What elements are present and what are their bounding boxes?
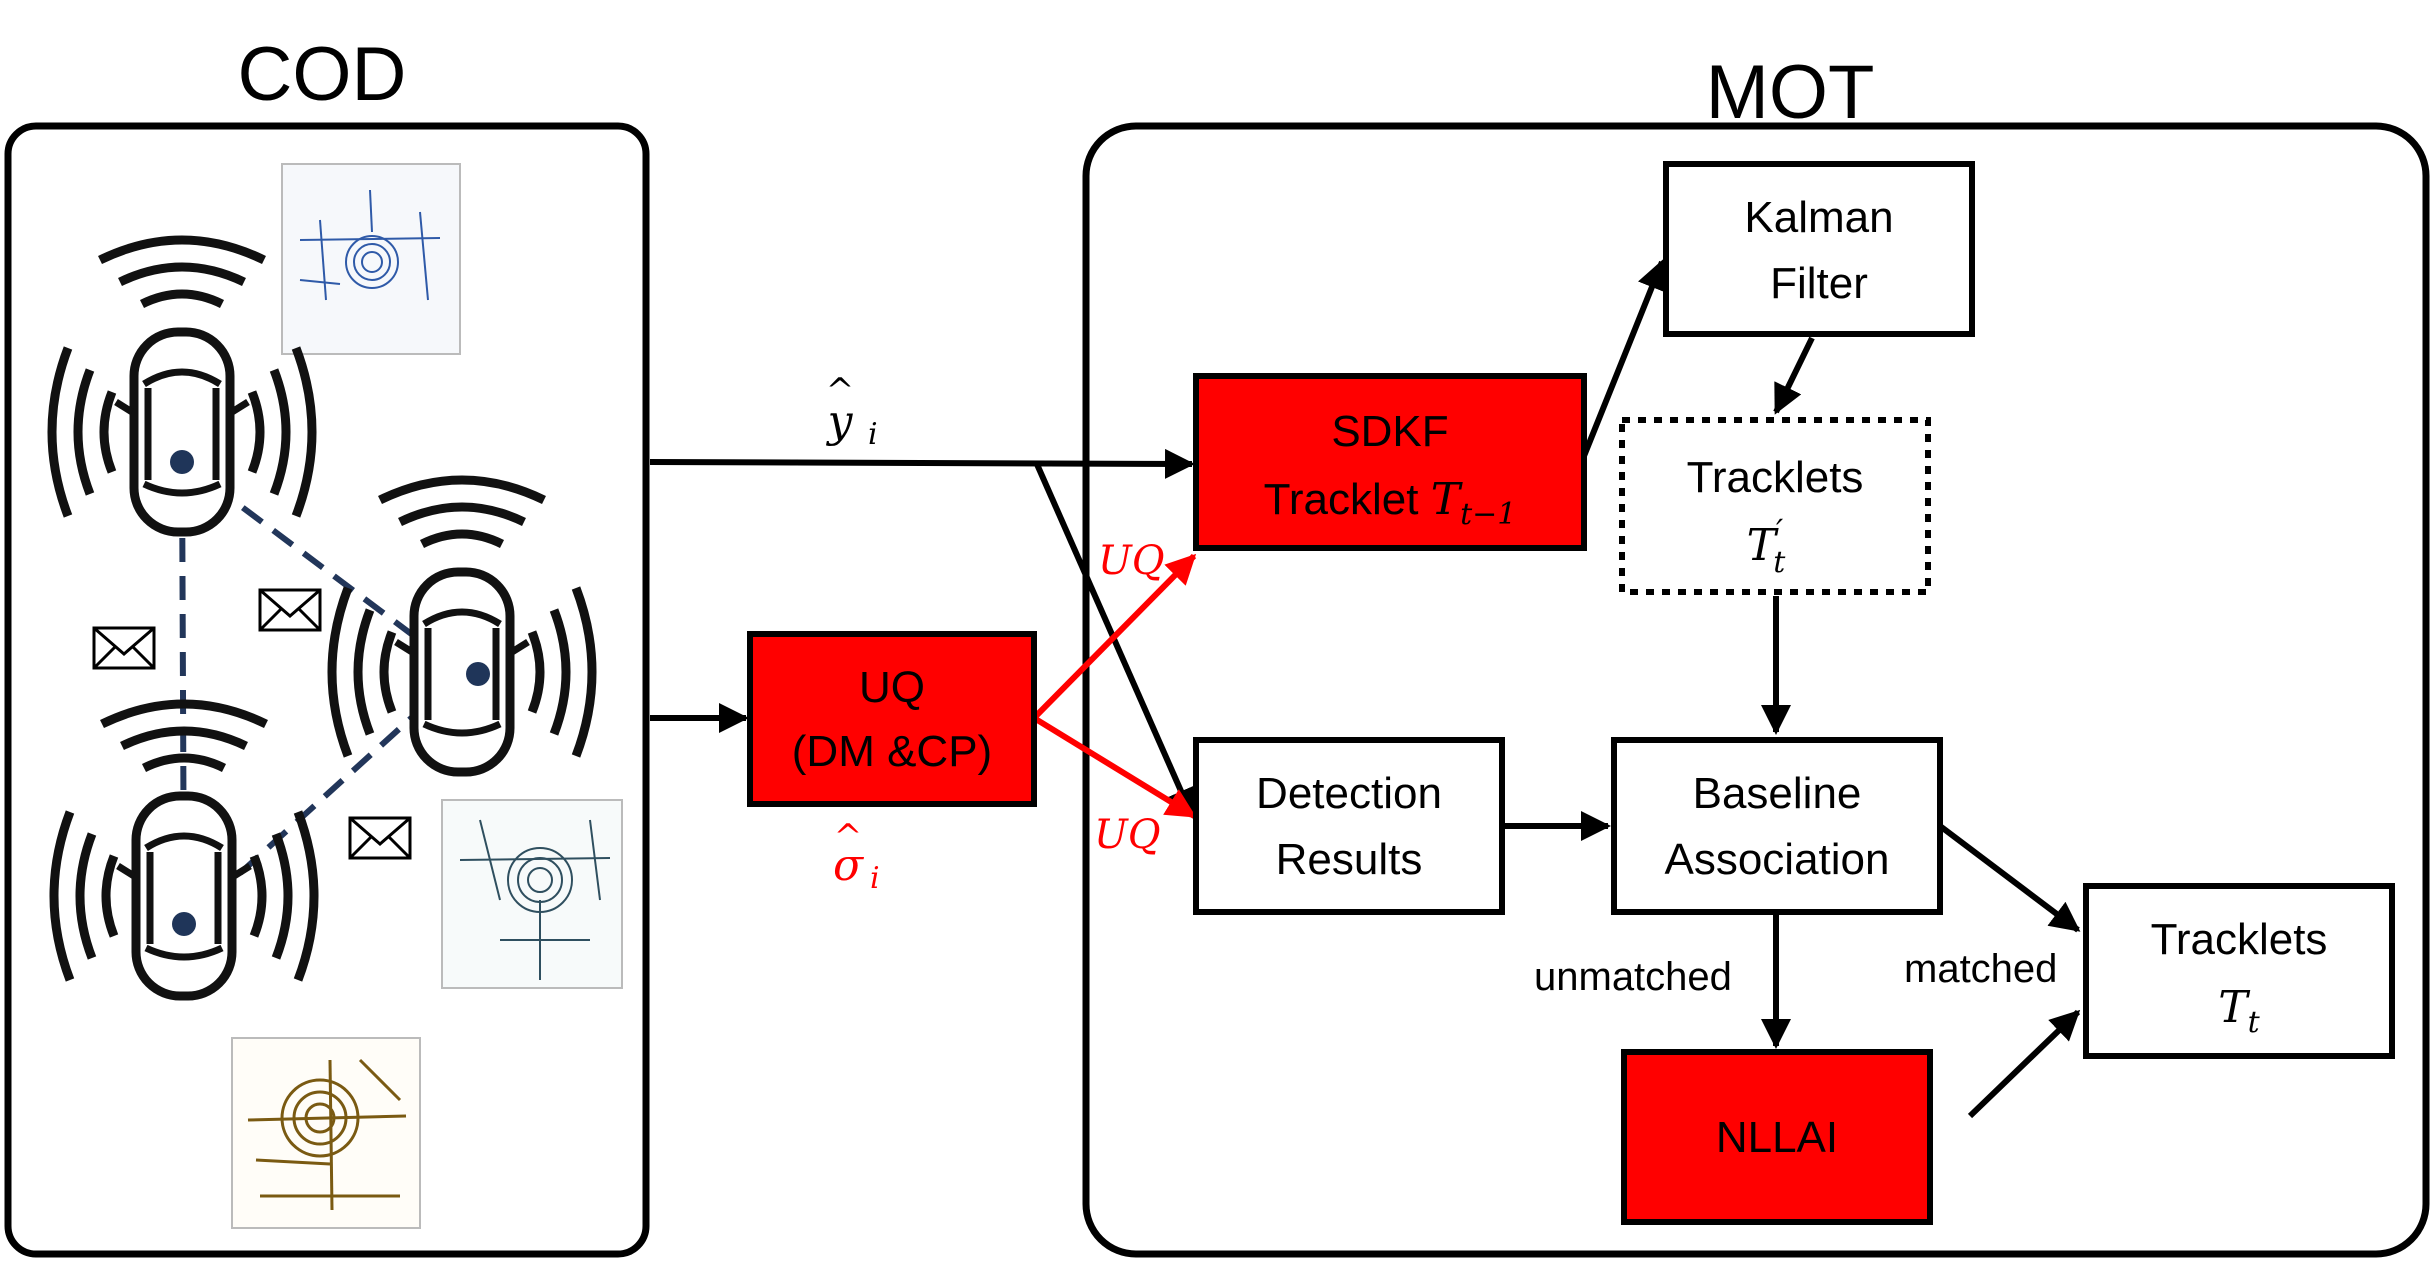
- svg-text:i: i: [870, 861, 880, 896]
- svg-text:i: i: [868, 417, 878, 452]
- cod-title: COD: [238, 32, 407, 117]
- sdkf-tracklet-box: [1193, 373, 1587, 551]
- tracklets-predicted-label: Tracklets: [1687, 453, 1864, 502]
- arrow-uq-to-detection: [1032, 715, 1197, 819]
- matched-label: matched: [1904, 947, 2057, 991]
- arrow-baseline-to-output: [1938, 823, 2081, 933]
- baseline-association-box: [1611, 737, 1943, 915]
- baseline-association-label-2: Association: [1664, 835, 1889, 884]
- svg-text:^: ^: [826, 371, 855, 411]
- y-hat-label: y ^ i: [826, 371, 878, 452]
- nllai-label: NLLAI: [1716, 1113, 1838, 1162]
- arrow-nllai-to-output: [1967, 1009, 2081, 1119]
- svg-text:y: y: [826, 396, 854, 447]
- svg-text:^: ^: [834, 817, 863, 857]
- tracklets-output-math: Tt: [2218, 982, 2260, 1040]
- svg-text:σ: σ: [833, 840, 865, 891]
- baseline-association-label-1: Baseline: [1693, 769, 1862, 818]
- arrow-kalman-to-tracklets: [1773, 336, 1815, 415]
- arrow-sdkf-to-kalman: [1581, 259, 1666, 458]
- uq-box: [747, 631, 1037, 807]
- detection-results-box: [1193, 737, 1505, 915]
- kalman-filter-label-1: Kalman: [1744, 193, 1893, 242]
- uq-upper-label: UQ: [1098, 538, 1165, 584]
- kalman-filter-label-2: Filter: [1770, 259, 1868, 308]
- arrow-uq-to-sdkf: [1031, 553, 1197, 721]
- uq-box-label-2: (DM &CP): [792, 727, 992, 776]
- envelope-icon: [258, 588, 322, 632]
- unmatched-label: unmatched: [1534, 955, 1732, 999]
- tracklets-output-box: [2083, 883, 2395, 1059]
- node-dot: [172, 912, 196, 936]
- envelope-icon: [348, 816, 412, 860]
- tracklets-predicted-box: [1619, 417, 1931, 595]
- uq-box-label-1: UQ: [859, 663, 925, 712]
- node-dot: [170, 450, 194, 474]
- point-cloud-thumbnail: [441, 799, 623, 989]
- detection-results-label-1: Detection: [1256, 769, 1442, 818]
- mot-title: MOT: [1706, 50, 1875, 135]
- sdkf-label: SDKF: [1331, 407, 1448, 456]
- envelope-icon: [92, 626, 156, 670]
- point-cloud-thumbnail: [281, 163, 461, 355]
- uq-lower-label: UQ: [1094, 812, 1161, 858]
- detection-results-label-2: Results: [1276, 835, 1423, 884]
- node-dot: [466, 662, 490, 686]
- point-cloud-thumbnail: [231, 1037, 421, 1229]
- sdkf-tracklet-label: Tracklet Tt−1: [1264, 474, 1517, 532]
- tracklets-predicted-math: T′t: [1747, 512, 1787, 580]
- nllai-box: [1621, 1049, 1933, 1225]
- tracklets-output-label: Tracklets: [2151, 915, 2328, 964]
- sigma-hat-label: σ ^ i: [833, 817, 880, 896]
- arrow-yhat-to-sdkf: [649, 448, 1195, 479]
- kalman-filter-box: [1663, 161, 1975, 337]
